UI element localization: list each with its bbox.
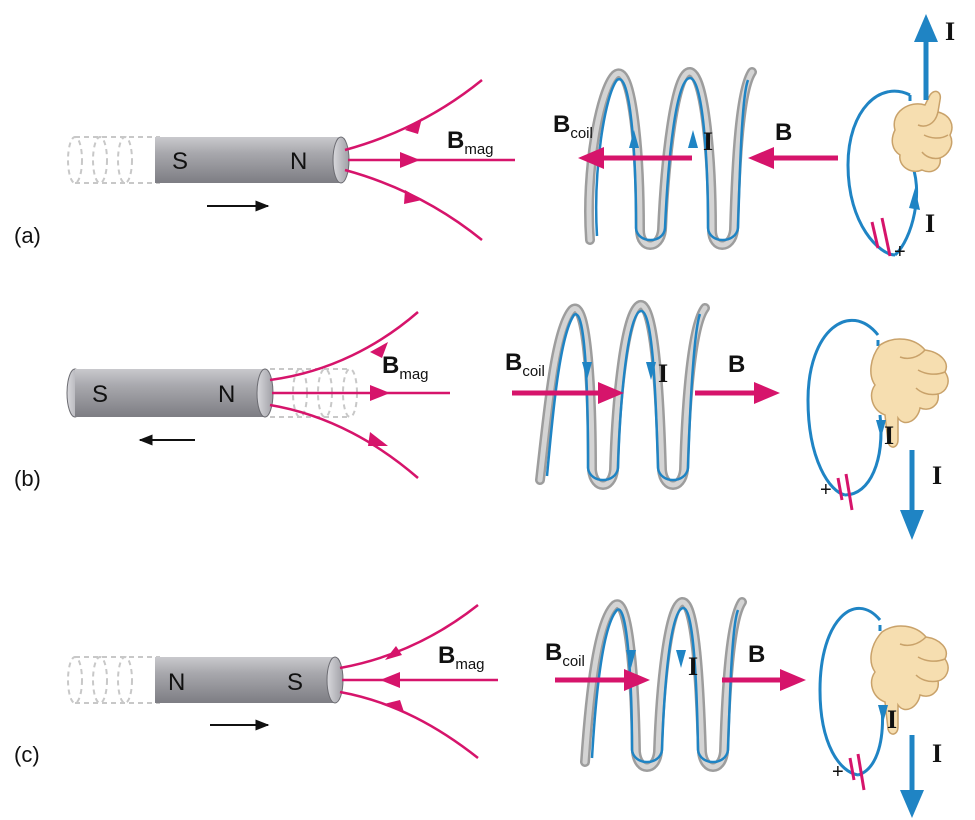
straight-current-label: I xyxy=(932,739,942,768)
magnet-left-pole: S xyxy=(172,148,188,175)
magnet-ghost-trail xyxy=(67,136,160,184)
bar-magnet: N S xyxy=(155,656,344,704)
straight-current-arrow xyxy=(914,14,938,100)
b-coil-label: Bcoil xyxy=(505,349,545,380)
battery-plus-sign: + xyxy=(820,479,832,501)
loop-current-arrow xyxy=(909,188,920,210)
coil-current-label: I xyxy=(688,652,698,681)
magnet-ghost-trail xyxy=(67,656,160,704)
field-line-arrowheads xyxy=(380,646,404,712)
coil xyxy=(535,300,710,490)
straight-current-arrow xyxy=(900,735,924,818)
loop-current-arrow xyxy=(878,705,888,723)
straight-current-label: I xyxy=(932,461,942,490)
coil-current-arrows xyxy=(582,362,656,380)
panel-c: N S Bmag I Bcoil xyxy=(14,597,949,818)
b-mag-label: Bmag xyxy=(438,642,485,673)
b-arrow xyxy=(748,147,838,169)
coil-current-arrows xyxy=(629,130,698,148)
battery-plus-sign: + xyxy=(832,761,844,783)
b-arrow xyxy=(722,669,806,691)
bar-magnet: S N xyxy=(66,368,274,418)
b-coil-label: Bcoil xyxy=(545,639,585,670)
right-hand-icon xyxy=(870,338,949,448)
panel-b: S N Bmag I xyxy=(14,300,949,540)
loop-current-label: I xyxy=(884,421,894,450)
bar-magnet: S N xyxy=(155,136,350,184)
magnet-left-pole: N xyxy=(168,669,185,696)
current-loop xyxy=(806,318,883,497)
coil xyxy=(584,67,757,250)
battery-plus-sign: + xyxy=(894,241,906,263)
b-coil-arrow xyxy=(578,147,692,169)
panel-a: S N Bmag I Bcoil xyxy=(14,14,955,263)
loop-current-label: I xyxy=(887,705,897,734)
right-hand-icon xyxy=(891,90,953,173)
coil-current-label: I xyxy=(658,359,668,388)
coil xyxy=(580,597,747,772)
magnet-field-lines xyxy=(339,604,498,759)
b-label: B xyxy=(728,351,745,378)
b-arrow xyxy=(695,382,780,404)
straight-current-label: I xyxy=(945,17,955,46)
panel-label: (a) xyxy=(14,223,41,248)
magnet-left-pole: S xyxy=(92,381,108,408)
coil-current-arrows xyxy=(626,650,686,668)
magnet-right-pole: N xyxy=(290,148,307,175)
magnet-field-lines xyxy=(269,311,450,479)
b-coil-arrow xyxy=(512,382,624,404)
magnet-right-pole: N xyxy=(218,381,235,408)
loop-current-label: I xyxy=(925,209,935,238)
right-hand-icon xyxy=(870,625,949,735)
field-line-arrowheads xyxy=(368,342,390,446)
b-coil-arrow xyxy=(555,669,650,691)
battery xyxy=(848,753,866,791)
straight-current-arrow xyxy=(900,450,924,540)
loop-current-arrow xyxy=(876,420,886,438)
panel-label: (b) xyxy=(14,466,41,491)
magnet-right-pole: S xyxy=(287,669,303,696)
field-line-arrowheads xyxy=(400,118,422,204)
battery xyxy=(836,473,854,511)
b-label: B xyxy=(748,641,765,668)
panel-label: (c) xyxy=(14,742,40,767)
b-mag-label: Bmag xyxy=(447,127,494,158)
b-coil-label: Bcoil xyxy=(553,111,593,142)
b-label: B xyxy=(775,119,792,146)
b-mag-label: Bmag xyxy=(382,352,429,383)
magnet-field-lines xyxy=(344,79,515,241)
battery xyxy=(870,217,892,257)
coil-current-label: I xyxy=(703,127,713,156)
